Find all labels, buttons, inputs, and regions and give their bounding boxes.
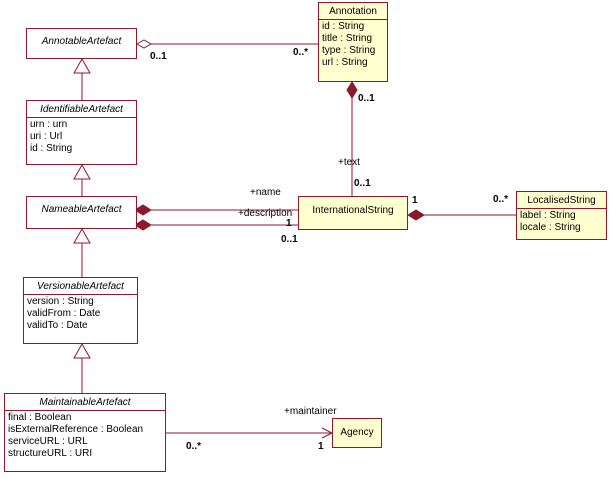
attribute-list: version : String validFrom : Date validT…	[24, 295, 137, 333]
class-identifiable-artefact[interactable]: IdentifiableArtefact urn : urn uri : Url…	[26, 100, 137, 165]
role-label: +text	[338, 157, 360, 168]
filled-diamond-icon	[134, 219, 152, 231]
attribute-list: urn : urn uri : Url id : String	[27, 118, 136, 156]
attribute: id : String	[30, 143, 73, 154]
class-maintainable-artefact[interactable]: MaintainableArtefact final : Boolean isE…	[4, 393, 166, 472]
class-agency[interactable]: Agency	[332, 418, 382, 448]
multiplicity-label: 1	[286, 218, 292, 229]
class-name: LocalisedString	[517, 192, 606, 209]
attribute-list: label : String locale : String	[517, 209, 606, 235]
attribute-list: id : String title : String type : String…	[319, 20, 387, 70]
filled-diamond-icon	[407, 209, 425, 221]
multiplicity-label: 0..*	[493, 194, 509, 205]
class-name: Annotation	[319, 3, 387, 20]
filled-diamond-icon	[134, 204, 152, 216]
class-name: IdentifiableArtefact	[27, 101, 136, 118]
multiplicity-label: 1	[318, 441, 324, 452]
generalization-arrow-icon	[73, 227, 91, 244]
multiplicity-label: 1	[412, 195, 418, 206]
attribute: structureURL : URI	[8, 448, 93, 459]
attribute: final : Boolean	[8, 412, 72, 423]
attribute: title : String	[322, 33, 373, 44]
attribute-list: final : Boolean isExternalReference : Bo…	[5, 411, 165, 461]
class-versionable-artefact[interactable]: VersionableArtefact version : String val…	[23, 277, 138, 344]
generalization-arrow-icon	[73, 57, 91, 74]
class-nameable-artefact[interactable]: NameableArtefact	[26, 196, 137, 229]
class-name: NameableArtefact	[41, 204, 122, 215]
attribute: version : String	[27, 296, 94, 307]
attribute: urn : urn	[30, 119, 68, 130]
filled-diamond-icon	[346, 81, 358, 99]
class-name: InternationalString	[312, 205, 394, 216]
attribute: locale : String	[520, 222, 581, 233]
class-name: Agency	[340, 427, 374, 438]
generalization-arrow-icon	[73, 342, 91, 359]
class-international-string[interactable]: InternationalString	[298, 196, 408, 230]
generalization-arrow-icon	[73, 163, 91, 180]
class-name: AnnotableArtefact	[41, 36, 122, 47]
role-label: +name	[250, 187, 281, 198]
multiplicity-label: 0..*	[293, 47, 309, 58]
multiplicity-label: 0..1	[354, 178, 371, 189]
role-label: +description	[238, 208, 293, 219]
class-name: MaintainableArtefact	[5, 394, 165, 411]
class-annotation[interactable]: Annotation id : String title : String ty…	[318, 2, 388, 82]
attribute: url : String	[322, 57, 368, 68]
role-label: +maintainer	[284, 406, 337, 417]
attribute: serviceURL : URL	[8, 436, 88, 447]
multiplicity-label: 0..1	[150, 51, 167, 62]
hollow-diamond-icon	[135, 39, 153, 49]
attribute: id : String	[322, 21, 365, 32]
multiplicity-label: 0..1	[358, 93, 375, 104]
attribute: uri : Url	[30, 131, 63, 142]
class-annotable-artefact[interactable]: AnnotableArtefact	[26, 28, 137, 59]
multiplicity-label: 0..*	[186, 441, 202, 452]
multiplicity-label: 0..1	[281, 234, 298, 245]
attribute: validTo : Date	[27, 320, 88, 331]
attribute: label : String	[520, 210, 576, 221]
attribute: isExternalReference : Boolean	[8, 424, 144, 435]
attribute: validFrom : Date	[27, 308, 101, 319]
class-localised-string[interactable]: LocalisedString label : String locale : …	[516, 191, 607, 240]
class-name: VersionableArtefact	[24, 278, 137, 295]
attribute: type : String	[322, 45, 376, 56]
